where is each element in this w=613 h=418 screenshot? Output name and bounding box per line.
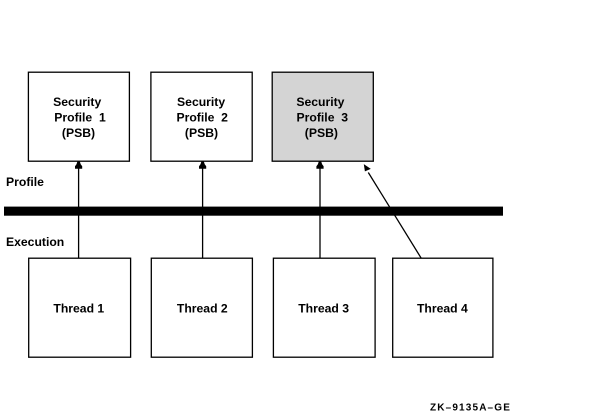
svg-text:Thread 2: Thread 2 <box>177 301 228 315</box>
svg-text:ZK–9135A–GE: ZK–9135A–GE <box>430 403 511 414</box>
svg-text:Profile 2: Profile 2 <box>176 111 228 125</box>
svg-text:Profile: Profile <box>6 175 44 189</box>
svg-text:(PSB): (PSB) <box>62 126 95 140</box>
svg-text:Thread 4: Thread 4 <box>417 301 468 315</box>
svg-text:Thread 1: Thread 1 <box>53 301 104 315</box>
svg-text:Profile 3: Profile 3 <box>297 111 349 125</box>
svg-text:Security: Security <box>53 95 101 109</box>
svg-text:Profile 1: Profile 1 <box>54 111 106 125</box>
svg-text:Security: Security <box>296 95 344 109</box>
svg-text:Security: Security <box>177 95 225 109</box>
svg-text:Thread 3: Thread 3 <box>298 301 349 315</box>
svg-text:Execution: Execution <box>6 235 64 249</box>
svg-text:(PSB): (PSB) <box>305 126 338 140</box>
svg-text:(PSB): (PSB) <box>185 126 218 140</box>
